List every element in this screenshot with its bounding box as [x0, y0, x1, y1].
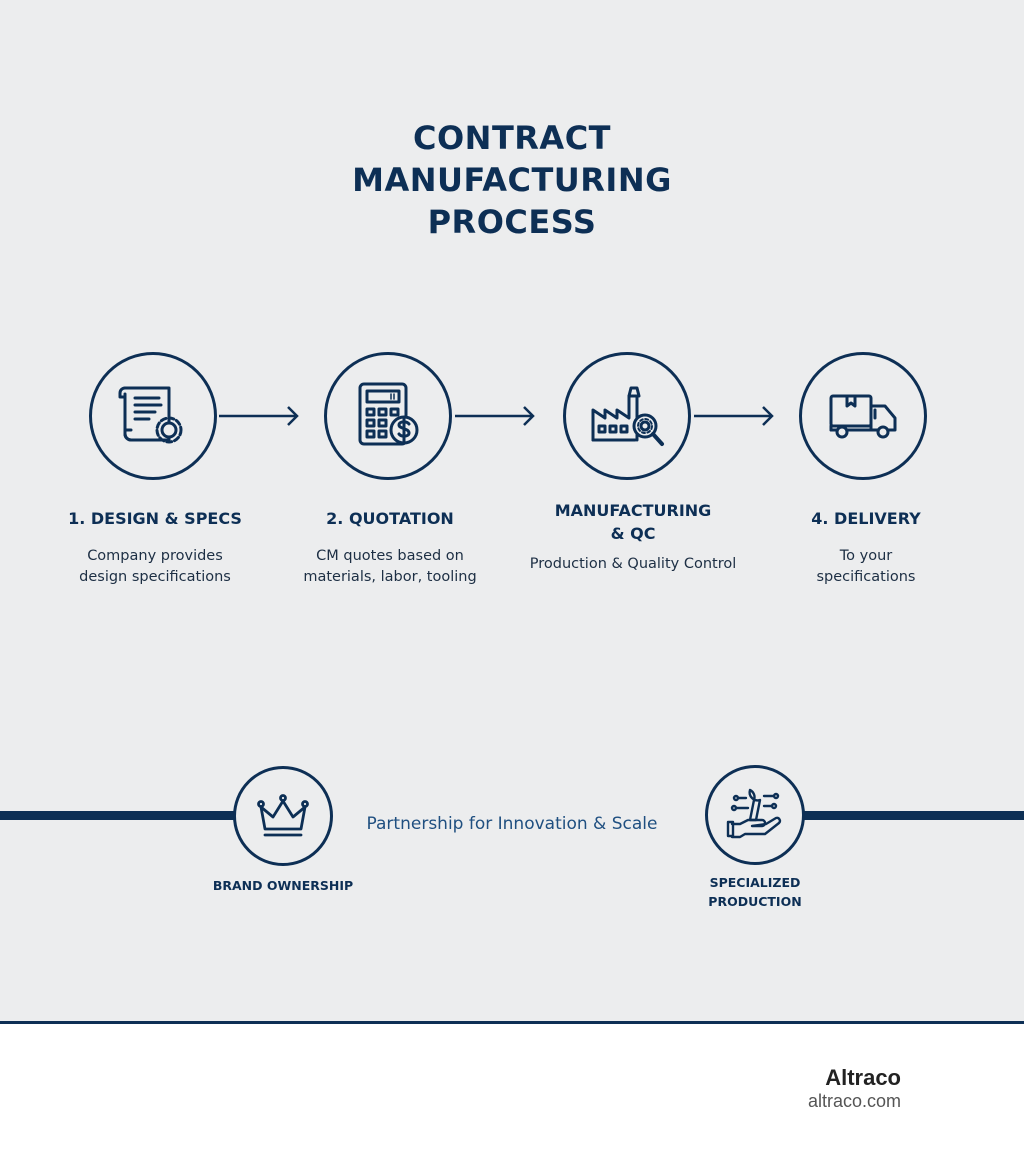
arrow-2-to-3: [455, 405, 537, 426]
title-line-1: CONTRACT: [412, 119, 611, 157]
brand-url[interactable]: altraco.com: [807, 1091, 901, 1111]
step-1-desc-line-1: Company provides: [87, 548, 223, 564]
title-line-2: MANUFACTURING: [352, 161, 672, 199]
step-4-circle: [799, 352, 927, 480]
footer-brand: Altraco altraco.com: [808, 1066, 901, 1112]
step-4-desc-line-1: To your: [839, 548, 893, 564]
step-4-title: 4. DELIVERY: [811, 509, 921, 528]
step-4-desc-line-2: specifications: [816, 569, 916, 585]
step-3-description: Production & Quality Control: [529, 556, 737, 572]
step-1-description: Company provides design specifications: [40, 546, 270, 588]
partnership-text: Partnership for Innovation & Scale: [366, 814, 658, 834]
brand-ownership-label: BRAND OWNERSHIP: [212, 878, 354, 893]
step-2-description: CM quotes based on materials, labor, too…: [275, 546, 505, 588]
step-3-title: MANUFACTURING & QC: [518, 499, 748, 545]
infographic-canvas: CONTRACT MANUFACTURING PROCESS 1. DESIGN…: [0, 0, 1024, 1024]
specialized-production-label-line-1: SPECIALIZED: [709, 875, 801, 890]
crown-icon: [257, 794, 309, 837]
specialized-production-label-line-2: PRODUCTION: [708, 894, 802, 909]
step-3-title-line-2: & QC: [610, 524, 656, 543]
specialized-production-label: SPECIALIZED PRODUCTION: [665, 873, 845, 911]
factory-magnifier-icon: [591, 386, 664, 446]
step-1-title: 1. DESIGN & SPECS: [68, 509, 242, 528]
step-2-title: 2. QUOTATION: [326, 509, 454, 528]
step-2-desc-line-1: CM quotes based on: [316, 548, 464, 564]
title-line-3: PROCESS: [427, 203, 597, 241]
step-1-desc-line-2: design specifications: [79, 569, 231, 585]
specs-document-gear-icon: [118, 386, 183, 444]
step-2-circle: [324, 352, 452, 480]
arrow-1-to-2: [219, 405, 301, 426]
arrow-3-to-4: [694, 405, 776, 426]
partnership-band-left: [0, 811, 240, 820]
calculator-dollar-icon: [358, 382, 419, 446]
hand-wrench-icon: [726, 788, 782, 839]
specialized-production-circle: [705, 765, 805, 865]
step-4-description: To your specifications: [751, 546, 981, 588]
step-3-title-line-1: MANUFACTURING: [554, 501, 712, 520]
step-1-circle: [89, 352, 217, 480]
page-title: CONTRACT MANUFACTURING PROCESS: [312, 117, 712, 243]
step-2-desc-line-2: materials, labor, tooling: [303, 569, 477, 585]
brand-ownership-circle: [233, 766, 333, 866]
delivery-truck-icon: [829, 394, 897, 439]
step-3-circle: [563, 352, 691, 480]
partnership-band-right: [800, 811, 1024, 820]
brand-name: Altraco: [825, 1065, 901, 1090]
